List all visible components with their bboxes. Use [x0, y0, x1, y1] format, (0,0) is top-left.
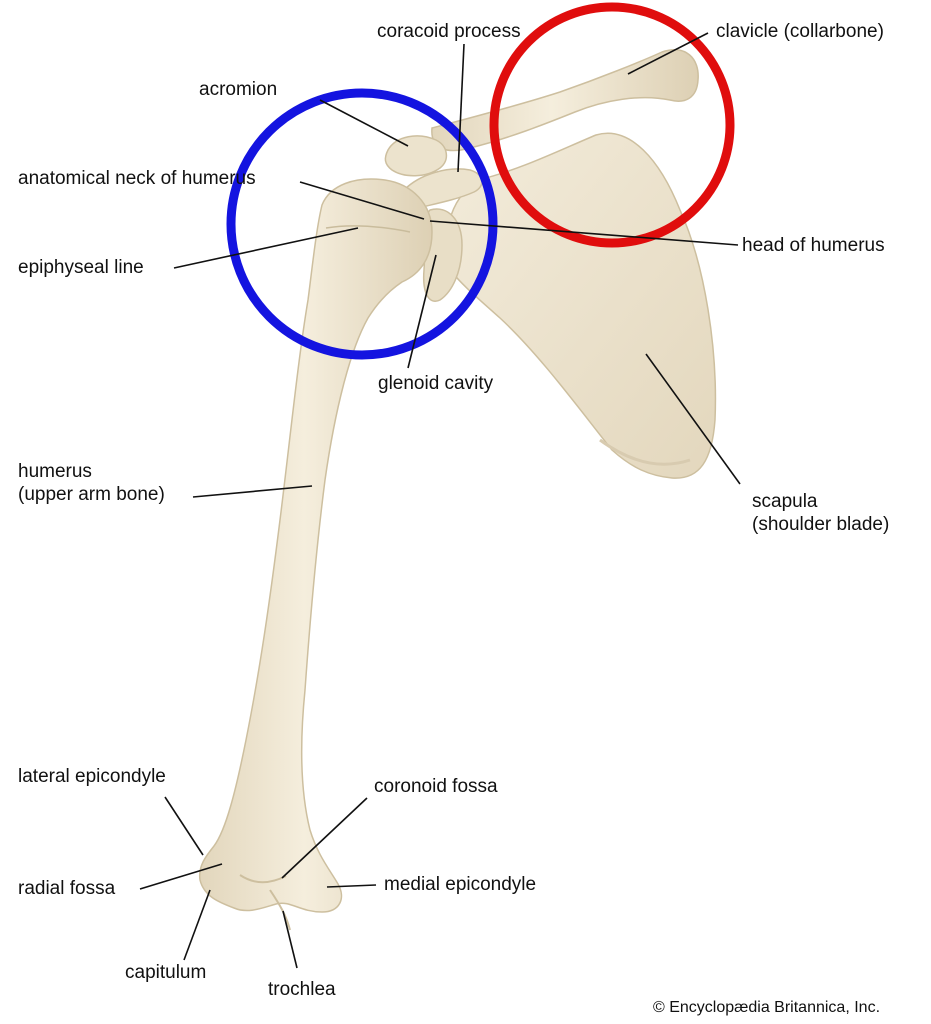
label-scapula-line2: (shoulder blade) [752, 514, 890, 535]
leader-lines [139, 32, 741, 969]
humerus-bone [198, 178, 433, 913]
leader-medial-epicondyle [326, 884, 377, 888]
leader-clavicle [627, 32, 709, 75]
label-scapula-line1: scapula [752, 491, 818, 512]
leader-head-humerus [429, 220, 739, 246]
leader-scapula [645, 353, 741, 485]
label-coronoid-fossa: coronoid fossa [374, 776, 498, 797]
label-radial-fossa: radial fossa [18, 878, 116, 899]
label-trochlea: trochlea [268, 979, 336, 1000]
label-humerus-line2: (upper arm bone) [18, 484, 165, 505]
label-acromion: acromion [199, 79, 278, 100]
label-medial-epicondyle: medial epicondyle [384, 874, 537, 895]
leader-acromion [319, 99, 409, 147]
copyright-credit: © Encyclopædia Britannica, Inc. [653, 999, 881, 1016]
leader-humerus [192, 485, 313, 498]
label-capitulum: capitulum [125, 962, 207, 983]
label-scapula: scapula (shoulder blade) [752, 490, 889, 536]
label-humerus: humerus (upper arm bone) [18, 460, 165, 506]
leader-glenoid [407, 254, 437, 369]
label-epiphyseal-line: epiphyseal line [18, 257, 144, 278]
clavicle-bone [431, 49, 699, 152]
scapula-bone [445, 132, 717, 479]
leader-epiphyseal [173, 227, 359, 269]
label-clavicle: clavicle (collarbone) [716, 21, 884, 42]
shoulder-joint-highlight-circle [226, 88, 498, 360]
label-head-of-humerus: head of humerus [742, 235, 885, 256]
label-coracoid-process: coracoid process [377, 21, 521, 42]
clavicle-highlight-circle [489, 2, 735, 248]
label-glenoid-cavity: glenoid cavity [378, 373, 494, 394]
leader-anatomical-neck [299, 181, 425, 220]
leader-capitulum [183, 889, 211, 961]
leader-trochlea [282, 910, 298, 969]
label-lateral-epicondyle: lateral epicondyle [18, 766, 166, 787]
label-anatomical-neck: anatomical neck of humerus [18, 168, 256, 189]
label-humerus-line1: humerus [18, 461, 92, 482]
leader-coracoid [457, 43, 465, 173]
acromion-bone [384, 135, 448, 177]
leader-radial-fossa [139, 863, 223, 890]
leader-lateral-epicondyle [164, 796, 204, 856]
leader-coronoid [281, 797, 368, 879]
